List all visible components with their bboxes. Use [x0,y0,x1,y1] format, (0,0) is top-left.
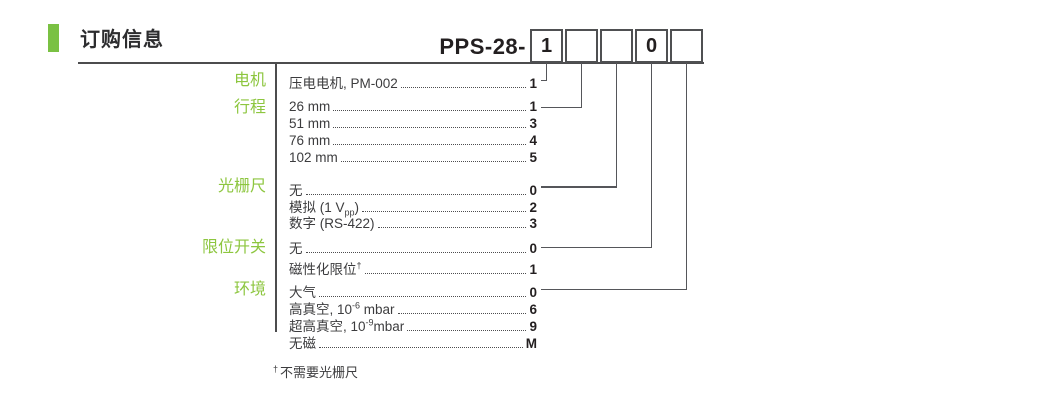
category-label-motor: 电机 [233,72,266,89]
option-code: 6 [529,302,537,317]
option-code: 5 [529,150,537,165]
option-code: 1 [529,262,537,277]
connector-line [541,106,582,109]
dotted-leader [333,127,527,128]
dotted-leader [319,347,523,348]
option-code: 0 [529,241,537,256]
option-code: 9 [529,319,537,334]
option-code: 0 [529,285,537,300]
option-group-motor: 压电电机, PM-002 1 [289,72,537,91]
option-label: 压电电机, PM-002 [289,76,398,91]
footnote: †不需要光栅尺 [273,362,358,381]
dotted-leader [397,313,527,314]
code-box-1: 1 [530,29,563,63]
option-label: 51 mm [289,116,331,131]
category-label-encoder: 光栅尺 [217,178,266,195]
option-label: 无 [289,241,303,256]
dotted-leader [340,161,527,162]
top-rule-line [78,62,704,64]
dotted-leader [377,227,527,228]
category-label-limit-switch: 限位开关 [201,239,266,256]
connector-line [580,63,583,109]
connector-line [541,288,687,291]
dotted-leader [305,252,527,253]
option-label: 数字 (RS-422) [289,216,375,231]
dotted-leader [407,330,527,331]
option-label: 无磁 [289,336,316,351]
dotted-leader [305,194,527,195]
option-code: 3 [529,116,537,131]
connector-line [615,63,618,189]
connector-line [685,63,688,291]
option-row: 磁性化限位† 1 [289,258,537,279]
section-title: 订购信息 [80,29,164,51]
connector-line [541,79,547,82]
option-row: 无磁 M [289,332,537,351]
code-box-5 [670,29,703,63]
option-row: 76 mm 4 [289,133,537,150]
product-code-prefix: PPS-28- [439,34,526,59]
option-code: 1 [529,76,537,91]
option-row: 大气 0 [289,281,537,300]
category-label-travel: 行程 [233,99,266,116]
dotted-leader [333,110,527,111]
option-code: 0 [529,183,537,198]
option-label: 大气 [289,285,316,300]
dotted-leader [362,210,527,212]
option-label: 超高真空, 10-9mbar [289,317,405,335]
option-label: 模拟 (1 Vpp) [289,199,360,218]
connector-line [541,246,652,249]
category-divider-line [275,63,277,332]
connector-line [541,186,617,189]
option-group-travel: 26 mm 1 51 mm 3 76 mm 4 102 mm 5 [289,99,537,167]
option-row: 模拟 (1 Vpp) 2 [289,196,537,218]
option-code: 3 [529,216,537,231]
option-code: 4 [529,133,537,148]
title-accent-bar [48,24,59,52]
option-row: 超高真空, 10-9mbar 9 [289,315,537,335]
option-label: 102 mm [289,150,338,165]
dotted-leader [364,273,527,274]
footnote-text: 不需要光栅尺 [280,365,359,380]
dotted-leader [333,144,527,145]
code-box-4: 0 [635,29,668,63]
connector-line [650,63,653,249]
option-code: 1 [529,99,537,114]
footnote-marker: † [273,363,279,374]
option-row: 压电电机, PM-002 1 [289,72,537,91]
option-label: 76 mm [289,133,331,148]
option-label: 无 [289,183,303,198]
option-group-environment: 大气 0 高真空, 10-6 mbar 6 超高真空, 10-9mbar 9 无磁 M [289,281,537,351]
option-label: 磁性化限位† [289,260,362,278]
option-code: M [525,336,537,351]
code-box-2 [565,29,598,63]
option-row: 26 mm 1 [289,99,537,116]
option-code: 2 [529,199,537,215]
code-box-3 [600,29,633,63]
category-label-environment: 环境 [233,281,266,298]
option-row: 数字 (RS-422) 3 [289,212,537,231]
option-label: 高真空, 10-6 mbar [289,300,395,318]
option-row: 高真空, 10-6 mbar 6 [289,298,537,318]
dotted-leader [319,296,527,297]
option-row: 51 mm 3 [289,116,537,133]
connector-line [545,63,548,82]
option-row: 102 mm 5 [289,150,537,167]
option-label: 26 mm [289,99,331,114]
dotted-leader [400,87,527,88]
